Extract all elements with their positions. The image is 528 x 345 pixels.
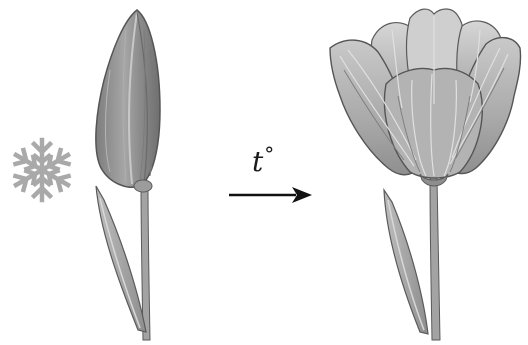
closed-tulip [96, 10, 160, 340]
open-tulip [330, 9, 521, 340]
tulip-bud [96, 10, 160, 187]
temperature-label: t° [252, 148, 274, 176]
right-arrow-icon [229, 187, 312, 203]
temperature-variable: t [252, 145, 263, 178]
snowflake-icon [12, 140, 72, 200]
left-leaf [96, 186, 146, 332]
right-stem [430, 178, 440, 340]
degree-symbol: ° [264, 142, 274, 166]
